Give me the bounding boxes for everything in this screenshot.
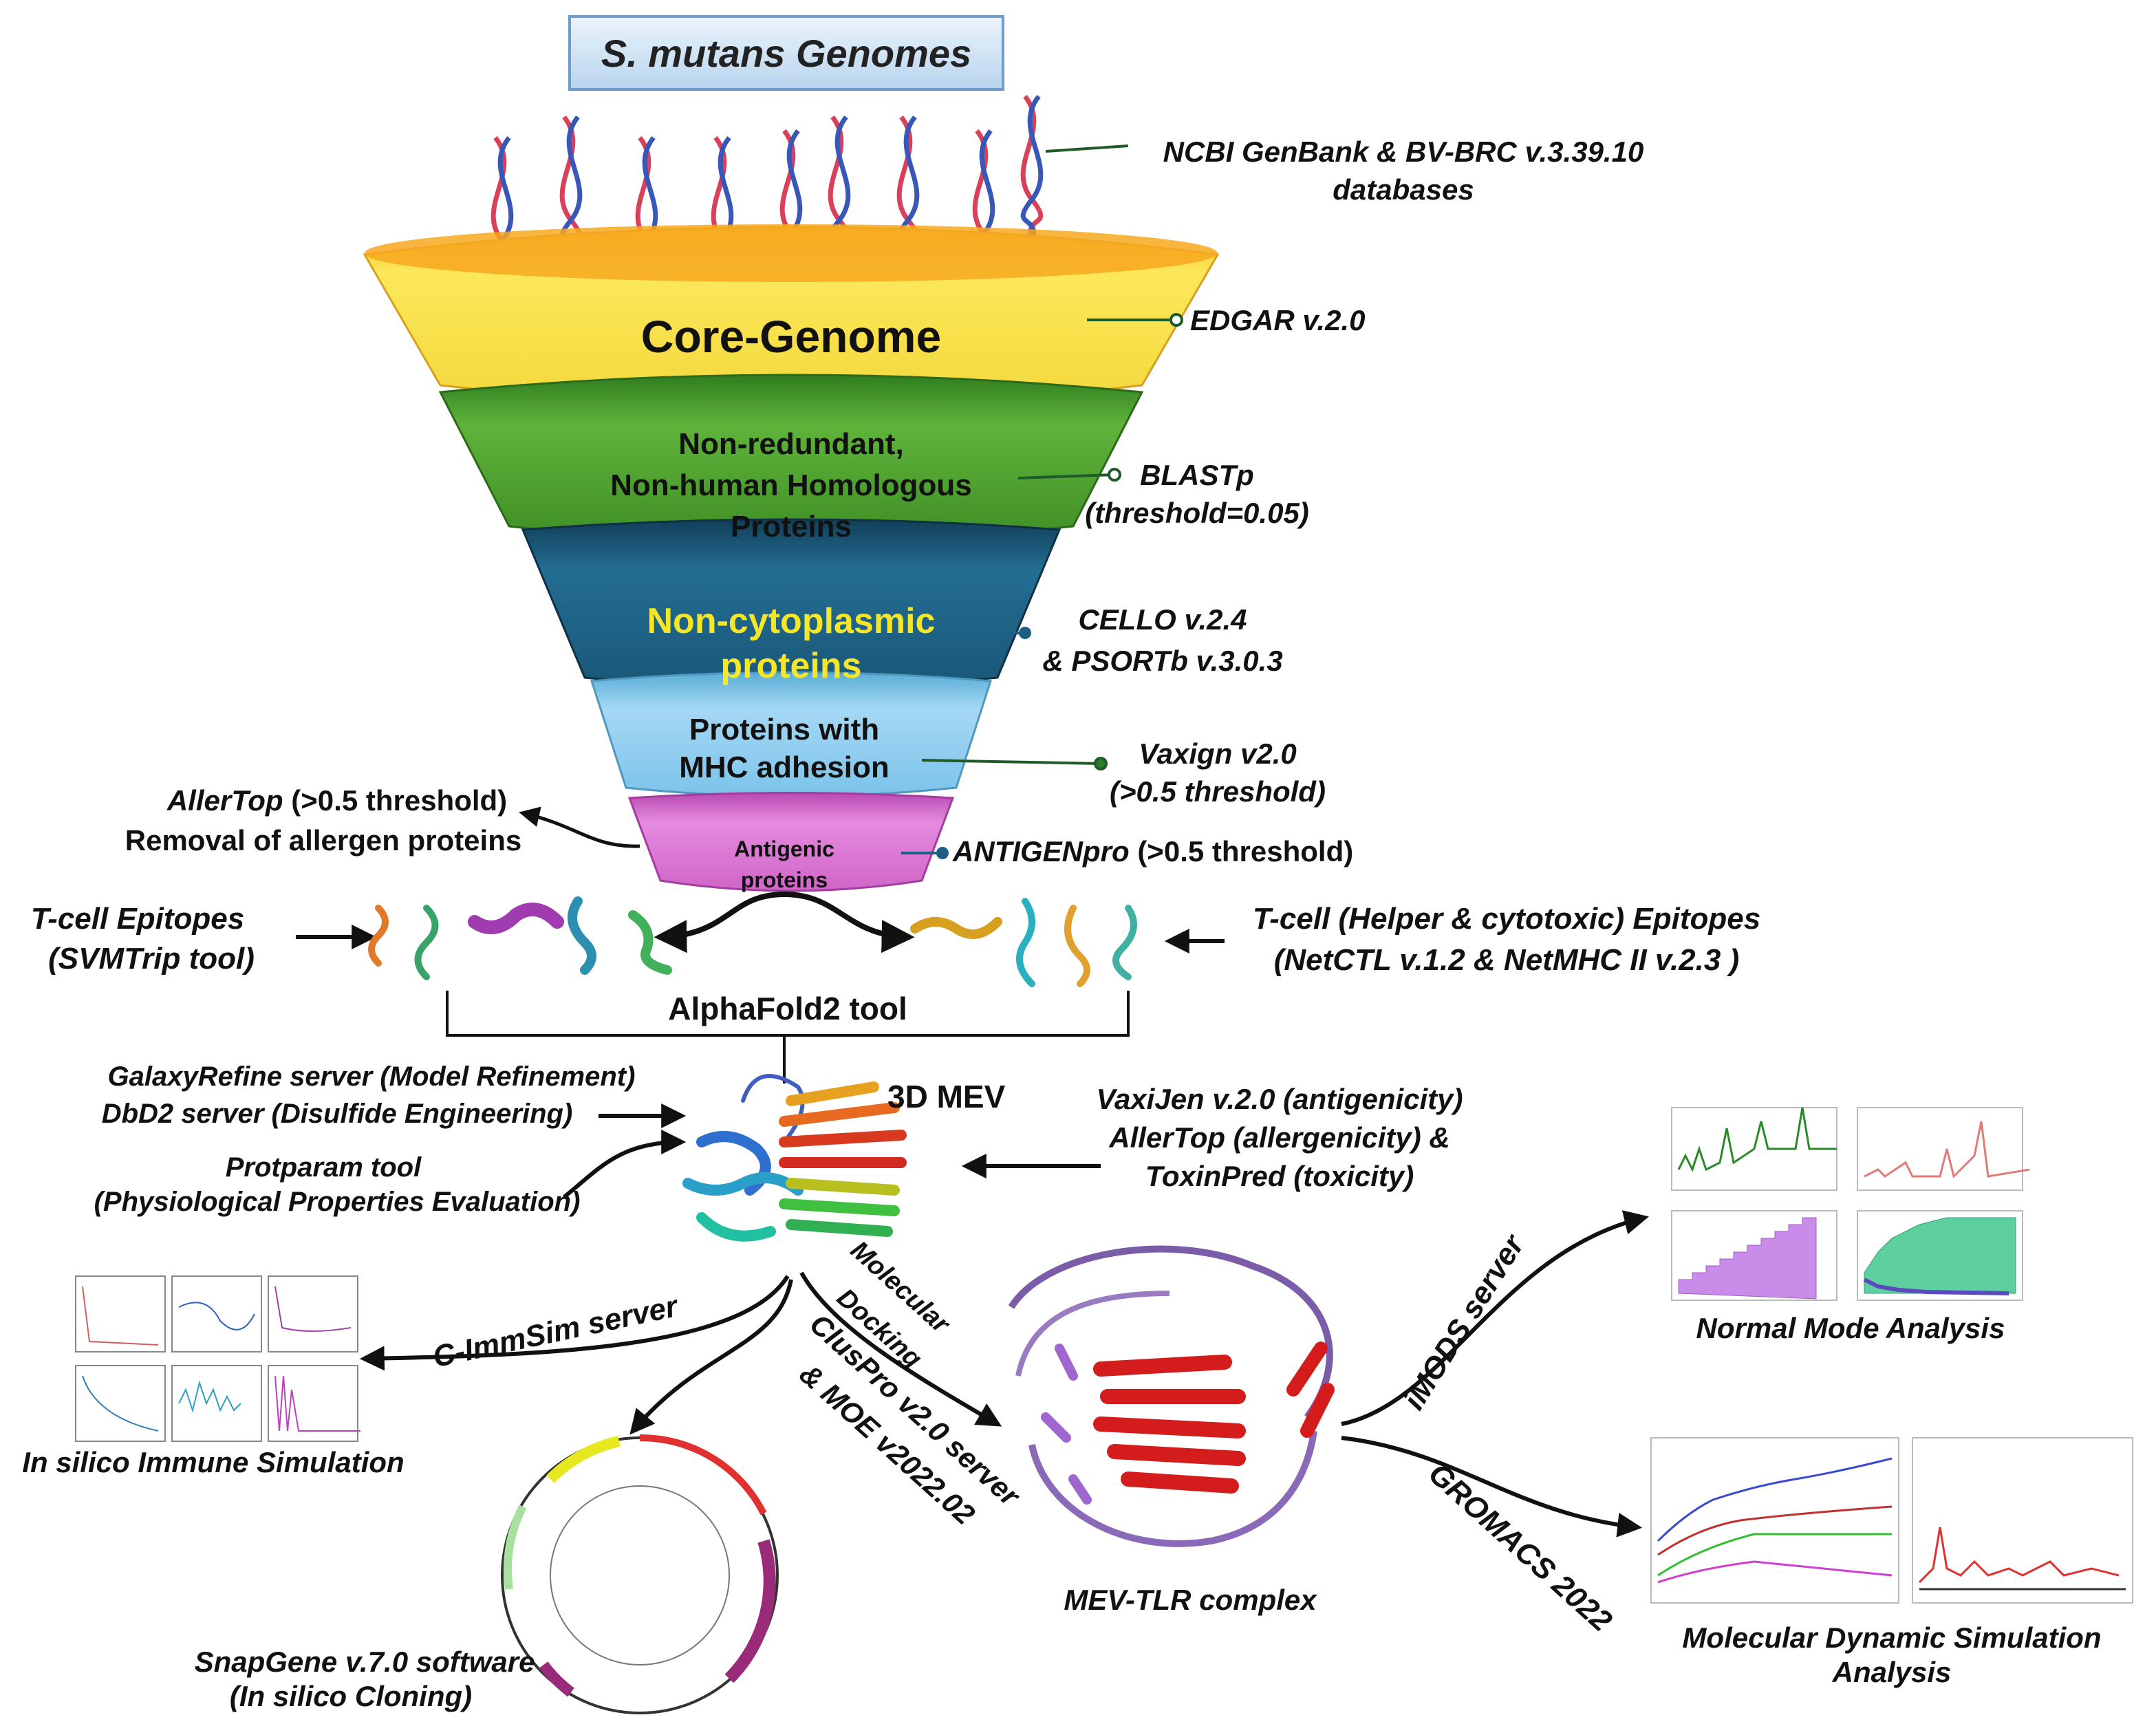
alphafold-label: AlphaFold2 tool <box>668 991 907 1026</box>
protparam-arrow <box>563 1130 687 1199</box>
galaxy-label: GalaxyRefine server (Model Refinement) <box>108 1062 636 1092</box>
funnel-antigenic <box>627 792 955 892</box>
alphafold-label-bg <box>619 988 956 1029</box>
svg-text:proteins: proteins <box>741 868 828 892</box>
imods-arrow <box>1341 1210 1650 1426</box>
genomes-title: S. mutans Genomes <box>601 31 972 75</box>
allertop-label: AllerTop (>0.5 threshold) <box>166 784 507 817</box>
immune-simulation-plots <box>75 1275 360 1442</box>
plasmid-map-icon <box>501 1434 779 1714</box>
svg-text:BLASTp: BLASTp <box>1140 459 1254 491</box>
mev-tlr-label: MEV-TLR complex <box>1064 1584 1317 1616</box>
vaxign-label: Vaxign v2.0 (>0.5 threshold) <box>1110 737 1326 808</box>
non-cytoplasmic-label: Non-cytoplasmic proteins <box>647 601 936 686</box>
alphafold-bracket <box>446 991 1130 1037</box>
epitope-structures-icon <box>368 896 1137 987</box>
svg-text:Proteins: Proteins <box>731 510 852 543</box>
svg-text:Molecular Dynamic Simulation: Molecular Dynamic Simulation <box>1682 1621 2101 1654</box>
tcell-left-label: T-cell Epitopes (SVMTrip tool) <box>31 902 255 976</box>
svg-text:(In silico Cloning): (In silico Cloning) <box>230 1680 472 1712</box>
svg-text:Protparam tool: Protparam tool <box>226 1152 422 1183</box>
cimmsim-arrow <box>359 1275 790 1371</box>
protparam-label: Protparam tool (Physiological Properties… <box>94 1152 581 1217</box>
snapgene-arrow <box>629 1279 793 1435</box>
svg-text:VaxiJen v.2.0 (antigenicity): VaxiJen v.2.0 (antigenicity) <box>1097 1083 1463 1115</box>
tool-connectors-blue <box>901 627 1031 859</box>
svg-text:& PSORTb v.3.0.3: & PSORTb v.3.0.3 <box>1042 645 1282 677</box>
allergen-removal-label: Removal of allergen proteins <box>125 824 521 856</box>
svg-text:Analysis: Analysis <box>1832 1656 1952 1688</box>
svg-text:SnapGene v.7.0 software: SnapGene v.7.0 software <box>195 1646 535 1678</box>
svg-text:(>0.5 threshold): (>0.5 threshold) <box>1110 775 1326 808</box>
tcell-right-label: T-cell (Helper & cytotoxic) Epitopes (Ne… <box>1253 902 1760 977</box>
svg-text:ToxinPred (toxicity): ToxinPred (toxicity) <box>1145 1160 1414 1192</box>
svg-text:CELLO v.2.4: CELLO v.2.4 <box>1078 603 1247 636</box>
md-simulation-plots <box>1650 1437 2133 1604</box>
allertop-arrow <box>519 806 640 848</box>
svg-text:(threshold=0.05): (threshold=0.05) <box>1085 497 1309 529</box>
antigenpro-label: ANTIGENpro (>0.5 threshold) <box>952 835 1353 868</box>
svg-text:(NetCTL v.1.2 & NetMHC II v.2: (NetCTL v.1.2 & NetMHC II v.2.3 ) <box>1274 943 1739 977</box>
cimmsim-label: C-ImmSim server <box>430 1289 682 1375</box>
epitope-link-arrow <box>654 891 915 953</box>
edgar-label: EDGAR v.2.0 <box>1190 304 1365 336</box>
imods-label: iMODS server <box>1397 1228 1531 1416</box>
ncbi-label: NCBI GenBank & BV-BRC v.3.39.10 database… <box>1163 136 1644 206</box>
svg-text:T-cell Epitopes: T-cell Epitopes <box>31 902 245 936</box>
mev-tlr-complex-icon <box>1008 1245 1335 1547</box>
mev-structure-icon <box>682 1074 907 1242</box>
cello-label: CELLO v.2.4 & PSORTb v.3.0.3 <box>1042 603 1282 677</box>
svg-text:Non-cytoplasmic: Non-cytoplasmic <box>647 601 936 641</box>
tool-connectors <box>921 144 1183 770</box>
svg-text:Non-redundant,: Non-redundant, <box>678 427 904 461</box>
gromacs-label: GROMACS 2022 <box>1422 1456 1619 1638</box>
dbd2-label: DbD2 server (Disulfide Engineering) <box>102 1099 573 1129</box>
snapgene-label: SnapGene v.7.0 software (In silico Cloni… <box>195 1646 535 1712</box>
antigenic-label: Antigenic proteins <box>734 837 834 892</box>
svg-text:NCBI GenBank & BV-BRC v.3.39.1: NCBI GenBank & BV-BRC v.3.39.10 <box>1163 136 1644 168</box>
docking-arrow <box>799 1271 1002 1427</box>
mhc-adhesion-label: Proteins with MHC adhesion <box>679 713 890 784</box>
svg-text:databases: databases <box>1333 173 1474 206</box>
vaxijen-label: VaxiJen v.2.0 (antigenicity) AllerTop (a… <box>1097 1083 1463 1192</box>
immune-sim-label: In silico Immune Simulation <box>22 1446 404 1478</box>
svg-text:T-cell (Helper & cytotoxic) Ep: T-cell (Helper & cytotoxic) Epitopes <box>1253 902 1760 936</box>
genomes-title-box: S. mutans Genomes <box>568 15 1004 91</box>
normal-mode-plots <box>1671 1107 2030 1301</box>
mev-label: 3D MEV <box>887 1079 1006 1114</box>
svg-text:Non-human Homologous: Non-human Homologous <box>610 468 972 502</box>
funnel <box>363 224 1220 892</box>
svg-text:MHC adhesion: MHC adhesion <box>679 751 890 784</box>
svg-text:proteins: proteins <box>720 646 861 686</box>
blastp-label: BLASTp (threshold=0.05) <box>1085 459 1309 529</box>
gromacs-arrow <box>1341 1436 1643 1538</box>
non-redundant-label: Non-redundant, Non-human Homologous Prot… <box>610 427 972 543</box>
svg-text:(SVMTrip tool): (SVMTrip tool) <box>48 942 255 976</box>
mds-label: Molecular Dynamic Simulation Analysis <box>1682 1621 2101 1688</box>
svg-text:(Physiological Properties Eval: (Physiological Properties Evaluation) <box>94 1187 581 1217</box>
core-genome-label: Core-Genome <box>641 311 941 362</box>
svg-text:Antigenic: Antigenic <box>734 837 834 861</box>
svg-text:Proteins with: Proteins with <box>689 713 879 746</box>
nma-label: Normal Mode Analysis <box>1696 1312 2005 1344</box>
svg-text:AllerTop (allergenicity) &: AllerTop (allergenicity) & <box>1108 1121 1450 1154</box>
svg-text:Vaxign v2.0: Vaxign v2.0 <box>1139 737 1297 770</box>
